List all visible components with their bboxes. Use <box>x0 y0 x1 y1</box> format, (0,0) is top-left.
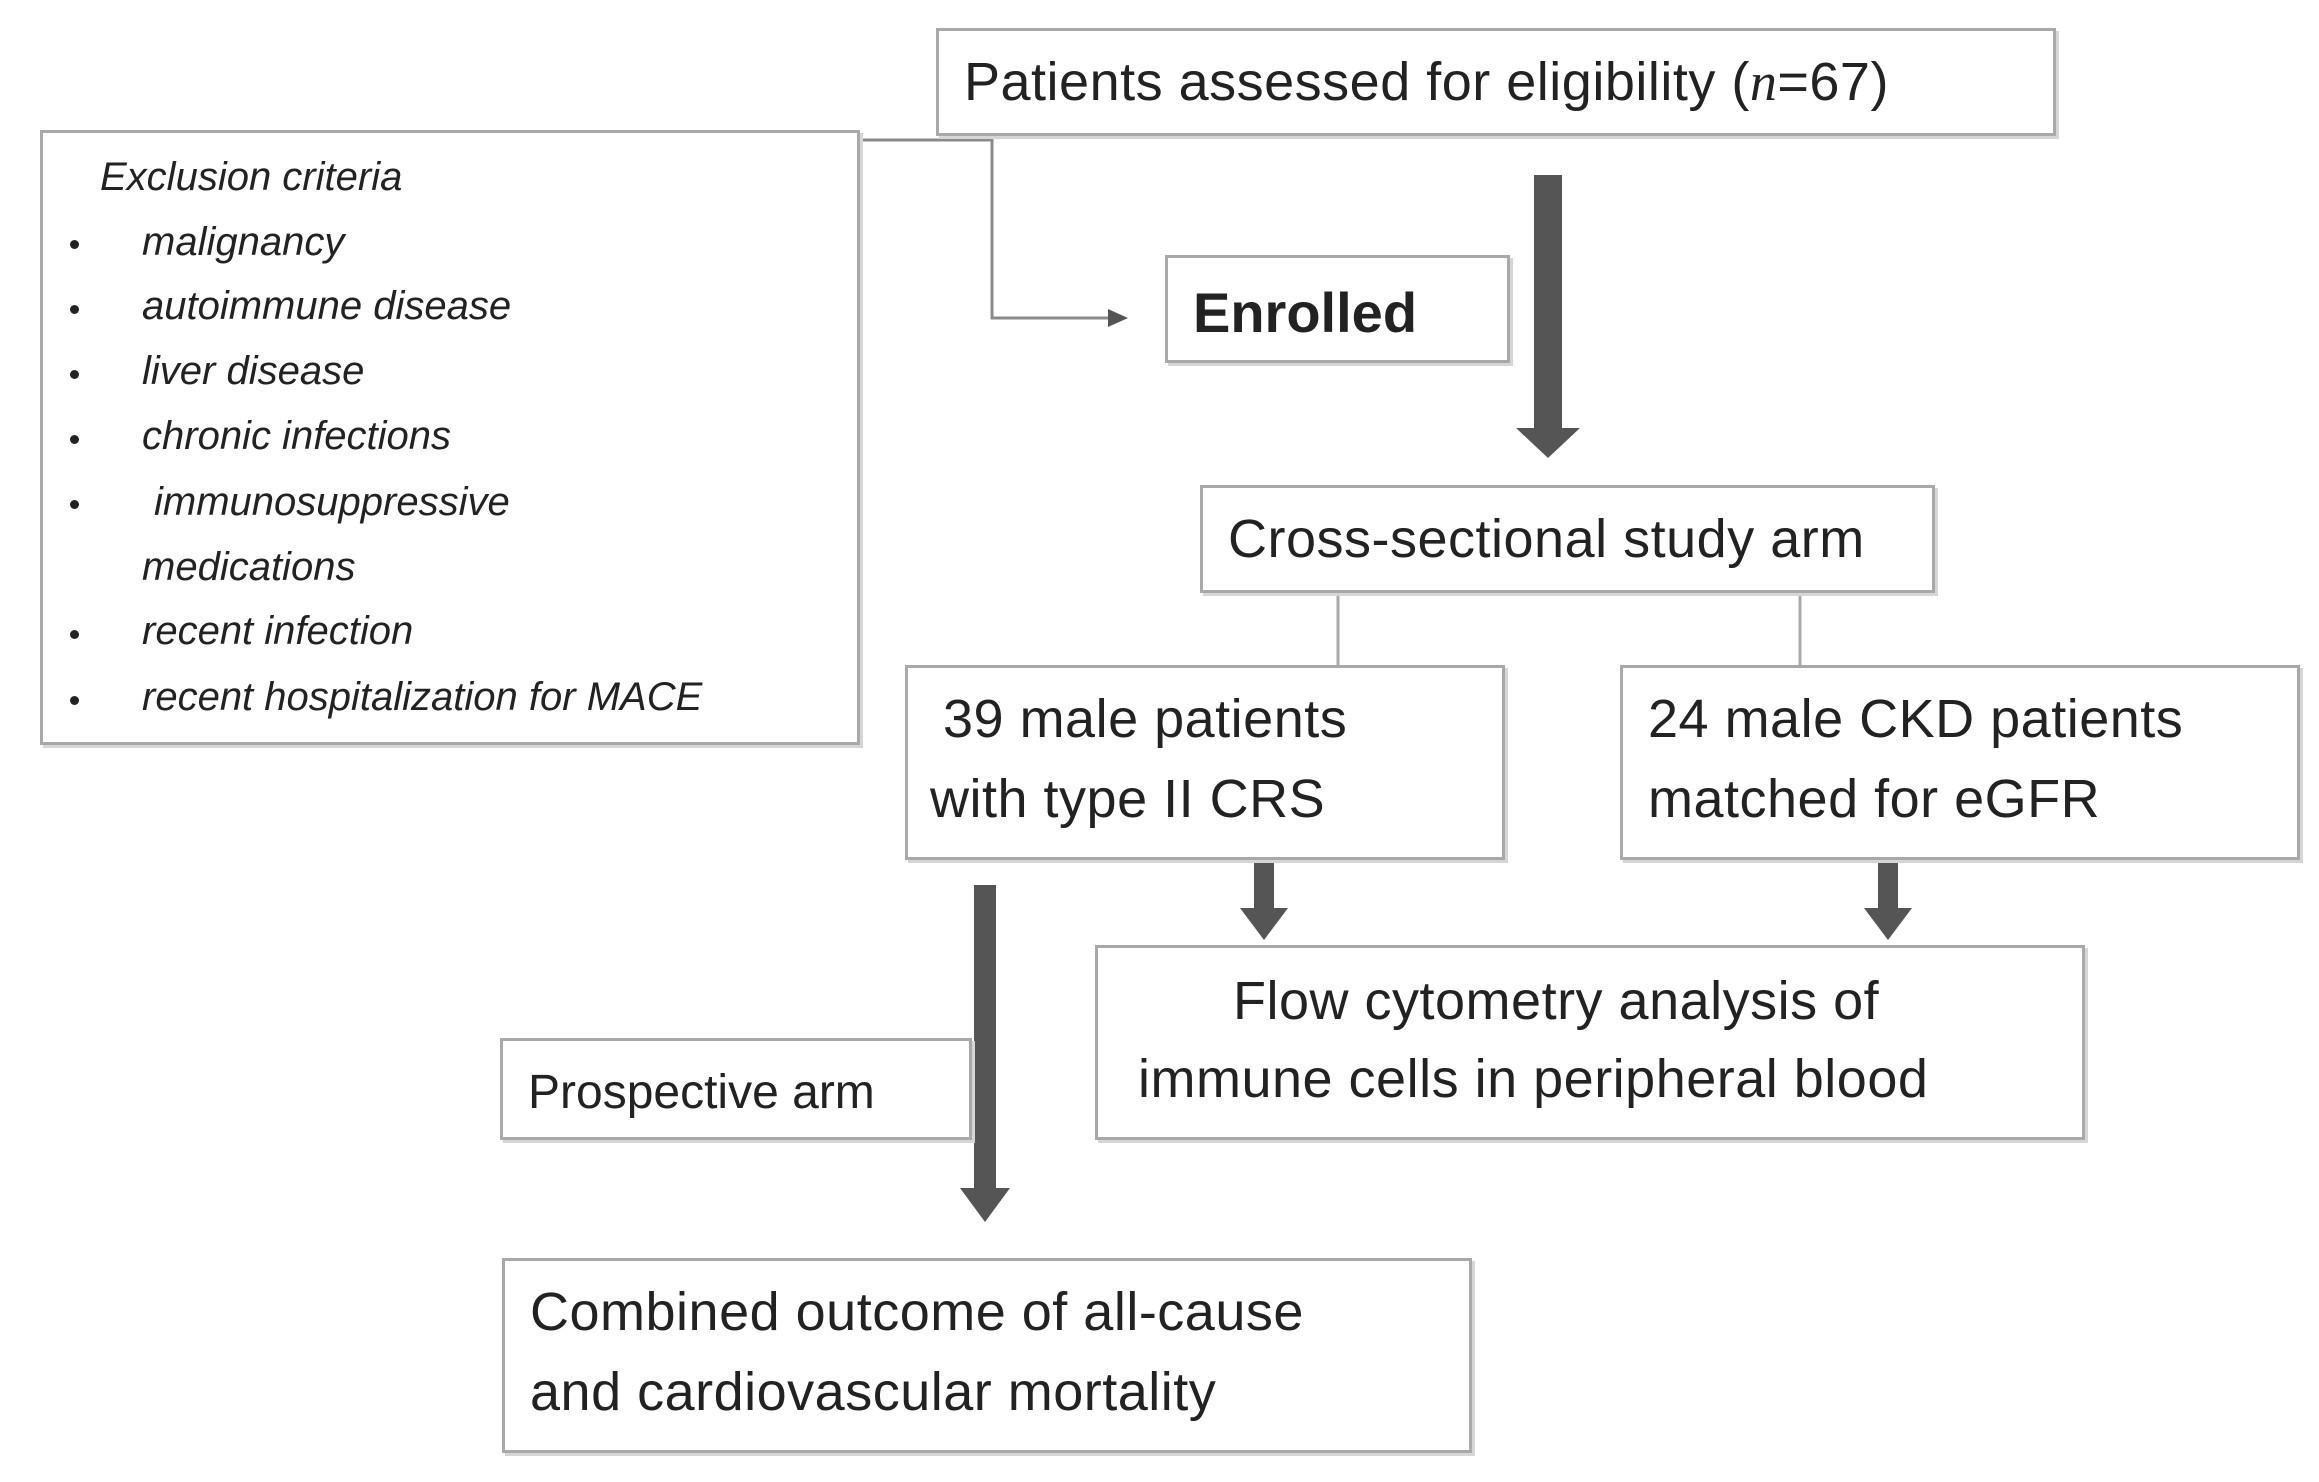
ckd-flow-arrow-head <box>1864 908 1912 940</box>
main-arrow-head <box>1516 428 1580 458</box>
flow-cytometry-box: Flow cytometry analysis of immune cells … <box>1095 945 2085 1140</box>
prospective-arm-label: Prospective arm <box>528 1066 875 1119</box>
crs-flow-arrow-shaft <box>1254 860 1274 910</box>
prospective-arrow-head <box>960 1188 1010 1222</box>
cross-sectional-box: Cross-sectional study arm <box>1200 485 1935 593</box>
prospective-arm-box: Prospective arm <box>500 1038 972 1140</box>
enrolled-box: Enrolled <box>1165 255 1510 363</box>
bullet-icon <box>70 630 79 639</box>
exclusion-criteria-box <box>40 130 860 745</box>
crs-flow-arrow-head <box>1240 908 1288 940</box>
bullet-icon <box>70 435 79 444</box>
exclusion-item: recent infection <box>142 609 414 653</box>
outcome-line2: and cardiovascular mortality <box>530 1362 1217 1422</box>
ckd-group-box: 24 male CKD patients matched for eGFR <box>1620 665 2300 860</box>
crs-group-line1: 39 male patients <box>943 689 1348 749</box>
flow-cytometry-line1: Flow cytometry analysis of <box>1233 971 1880 1031</box>
bullet-icon <box>70 240 79 249</box>
exclusion-item-continuation: medications <box>142 545 356 589</box>
eligibility-prefix: Patients assessed for eligibility ( <box>964 52 1750 112</box>
exclusion-connector-arrowhead <box>1108 309 1128 327</box>
ckd-group-line2: matched for eGFR <box>1648 769 2101 829</box>
exclusion-item: autoimmune disease <box>142 284 512 328</box>
exclusion-item: immunosuppressive <box>154 480 510 524</box>
outcome-box: Combined outcome of all-cause and cardio… <box>502 1258 1472 1453</box>
ckd-group-line1: 24 male CKD patients <box>1648 689 2184 749</box>
outcome-line1: Combined outcome of all-cause <box>530 1282 1304 1342</box>
exclusion-connector-line <box>858 138 1108 320</box>
prospective-arrow-shaft <box>974 885 996 1190</box>
cross-sectional-label: Cross-sectional study arm <box>1228 509 1865 569</box>
exclusion-title: Exclusion criteria <box>100 155 403 199</box>
main-arrow-shaft <box>1534 175 1562 430</box>
flow-cytometry-line2: immune cells in peripheral blood <box>1138 1049 1929 1109</box>
bullet-icon <box>70 305 79 314</box>
ckd-flow-arrow-shaft <box>1878 860 1898 910</box>
exclusion-item: recent hospitalization for MACE <box>142 675 703 719</box>
enrolled-label: Enrolled <box>1193 281 1418 344</box>
crs-group-line2: with type II CRS <box>930 769 1326 829</box>
crs-group-box: 39 male patients with type II CRS <box>905 665 1505 860</box>
eligibility-text: Patients assessed for eligibility (n=67) <box>964 51 1889 113</box>
bullet-icon <box>70 696 79 705</box>
exclusion-item: chronic infections <box>142 414 452 458</box>
exclusion-item: malignancy <box>142 220 345 264</box>
eligibility-suffix: =67) <box>1777 52 1889 112</box>
bullet-icon <box>70 500 79 509</box>
exclusion-item: liver disease <box>142 349 365 393</box>
bullet-icon <box>70 370 79 379</box>
eligibility-n-symbol: n <box>1749 52 1778 112</box>
eligibility-box: Patients assessed for eligibility (n=67) <box>936 28 2056 136</box>
